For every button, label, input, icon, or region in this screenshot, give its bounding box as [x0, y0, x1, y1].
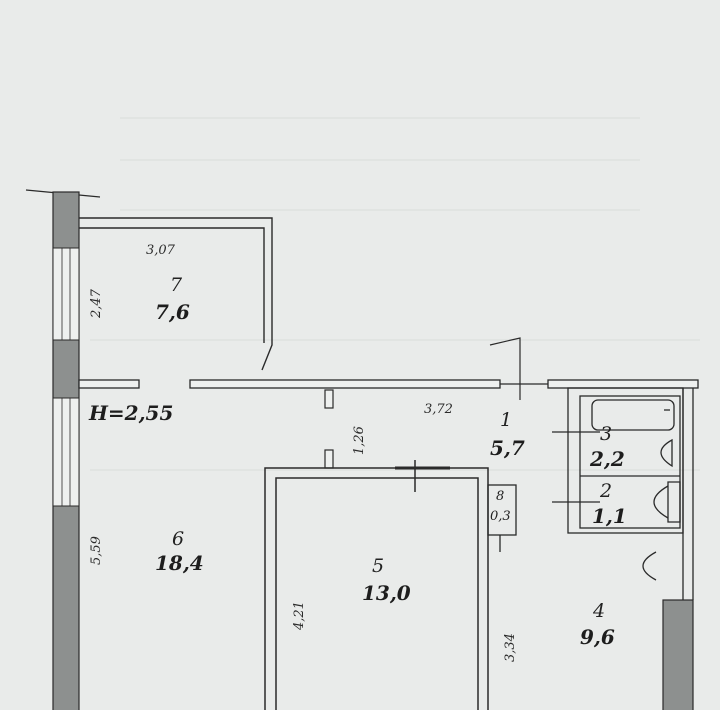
ghost-table-lines — [90, 117, 700, 471]
window-room7 — [52, 247, 80, 341]
room-4-number: 4 — [592, 600, 605, 622]
room-5-number: 5 — [372, 555, 384, 577]
room-5-area: 13,0 — [362, 581, 411, 605]
kitchen-sink-icon — [642, 551, 657, 581]
room-7-walls — [79, 217, 273, 371]
interior-wall-horizontal — [78, 379, 699, 389]
room-6-area: 18,4 — [155, 551, 204, 575]
exterior-wall-right — [662, 388, 694, 710]
bathtub-icon — [591, 399, 675, 431]
room-5-walls — [264, 460, 489, 710]
room-7-number: 7 — [170, 274, 183, 296]
closet-8 — [487, 484, 517, 552]
room-1-area: 5,7 — [490, 436, 525, 460]
dimension-1-26: 1,26 — [352, 426, 367, 455]
bathroom-block — [552, 387, 684, 581]
room-3-area: 2,2 — [589, 447, 625, 471]
dimension-3-07: 3,07 — [146, 243, 176, 258]
dimension-2-47: 2,47 — [89, 288, 104, 319]
room-6-number: 6 — [172, 528, 184, 550]
room-8-area: 0,3 — [490, 509, 511, 524]
room-2-area: 1,1 — [592, 504, 627, 528]
room-3-number: 3 — [600, 423, 612, 445]
room-4-area: 9,6 — [580, 625, 615, 649]
sink-icon — [660, 438, 673, 468]
dimension-4-21: 4,21 — [292, 601, 307, 631]
toilet-icon — [653, 481, 681, 523]
room-7-area: 7,6 — [155, 300, 190, 324]
ceiling-height: H=2,55 — [88, 401, 173, 425]
room-1-number: 1 — [500, 409, 512, 431]
dimension-5-59: 5,59 — [89, 536, 104, 565]
room-2-number: 2 — [599, 480, 612, 502]
dimension-3-72: 3,72 — [424, 402, 453, 417]
exterior-wall-left — [25, 189, 101, 710]
dimension-3-34: 3,34 — [503, 633, 518, 662]
room-8-number: 8 — [496, 489, 504, 504]
window-room6 — [52, 397, 80, 507]
